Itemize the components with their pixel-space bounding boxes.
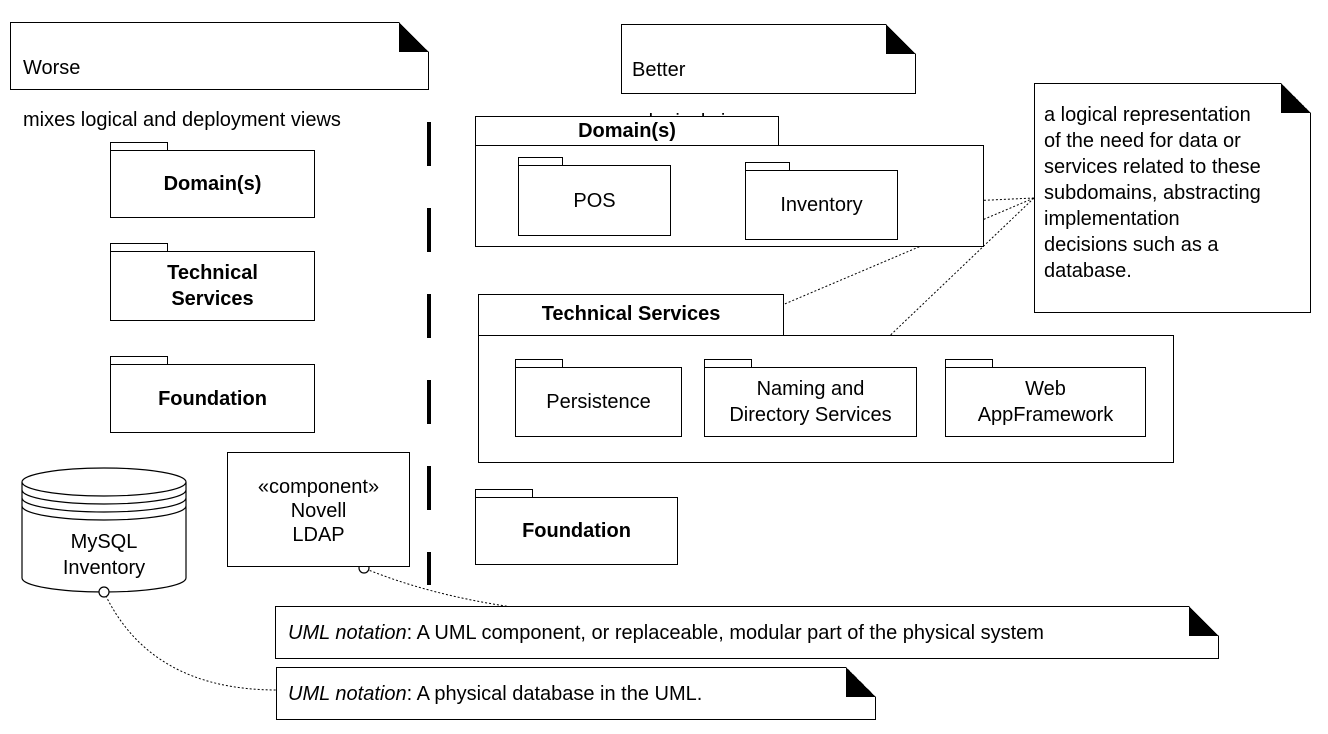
left-domains-package: Domain(s) — [110, 150, 315, 218]
database-note-prefix: UML notation — [288, 683, 407, 705]
mysql-database-cylinder — [21, 467, 187, 593]
right-foundation-package: Foundation — [475, 497, 678, 565]
database-label-line2: Inventory — [62, 557, 146, 579]
component-label-line2: LDAP — [292, 524, 345, 546]
naming-label-line2: Directory Services — [729, 404, 892, 426]
note-fold-icon — [399, 22, 429, 52]
naming-directory-package: Naming and Directory Services — [704, 367, 917, 437]
persistence-label: Persistence — [546, 391, 651, 413]
component-note-prefix: UML notation — [288, 622, 407, 644]
component-stereotype: «component» — [257, 476, 380, 498]
web-appframework-package: Web AppFramework — [945, 367, 1146, 437]
note-uml-database: UML notation: A physical database in the… — [276, 667, 876, 720]
component-note-suffix: : A UML component, or replaceable, modul… — [406, 622, 1044, 644]
right-foundation-label: Foundation — [522, 520, 631, 542]
note-better: Better a logical view — [621, 24, 916, 133]
note-uml-component: UML notation: A UML component, or replac… — [275, 606, 1219, 659]
left-technical-services-package: Technical Services — [110, 251, 315, 321]
note-worse-title: Worse — [23, 57, 81, 79]
note-worse: Worse mixes logical and deployment views — [10, 22, 429, 131]
left-foundation-label: Foundation — [158, 387, 267, 410]
pos-label: POS — [573, 189, 616, 212]
note-fold-icon — [1189, 606, 1219, 636]
note-fold-icon — [1281, 83, 1311, 113]
component-label-line1: Novell — [290, 500, 347, 522]
right-technical-services-label: Technical Services — [541, 303, 721, 325]
left-technical-services-label-line1: Technical — [167, 262, 258, 284]
left-domains-label: Domain(s) — [163, 173, 262, 195]
inventory-label: Inventory — [780, 194, 863, 216]
database-note-suffix: : A physical database in the UML. — [406, 683, 703, 705]
db-interface-circle — [98, 586, 110, 598]
web-label-line2: AppFramework — [977, 404, 1114, 426]
note-fold-icon — [846, 667, 876, 697]
inventory-package: Inventory — [745, 170, 898, 240]
connector-ldap-note — [365, 568, 513, 608]
pos-package: POS — [518, 165, 671, 236]
note-worse-subtitle: mixes logical and deployment views — [23, 109, 341, 131]
note-fold-icon — [886, 24, 916, 54]
left-foundation-package: Foundation — [110, 364, 315, 433]
right-domains-label: Domain(s) — [578, 120, 676, 142]
left-technical-services-label-line2: Services — [171, 288, 254, 310]
note-logical-representation: a logical representation of the need for… — [1034, 83, 1311, 313]
note-logical-text: a logical representation of the need for… — [1044, 104, 1261, 282]
right-technical-services-package-tab — [478, 294, 784, 336]
database-label-line1: MySQL — [70, 531, 138, 553]
connector-db-note — [103, 591, 278, 691]
persistence-package: Persistence — [515, 367, 682, 437]
naming-label-line1: Naming and — [756, 378, 865, 400]
mysql-database-label: MySQL Inventory — [22, 529, 186, 581]
novell-ldap-component: «component» Novell LDAP — [227, 452, 410, 567]
web-label-line1: Web — [1025, 378, 1066, 400]
note-better-title: Better — [632, 59, 686, 81]
